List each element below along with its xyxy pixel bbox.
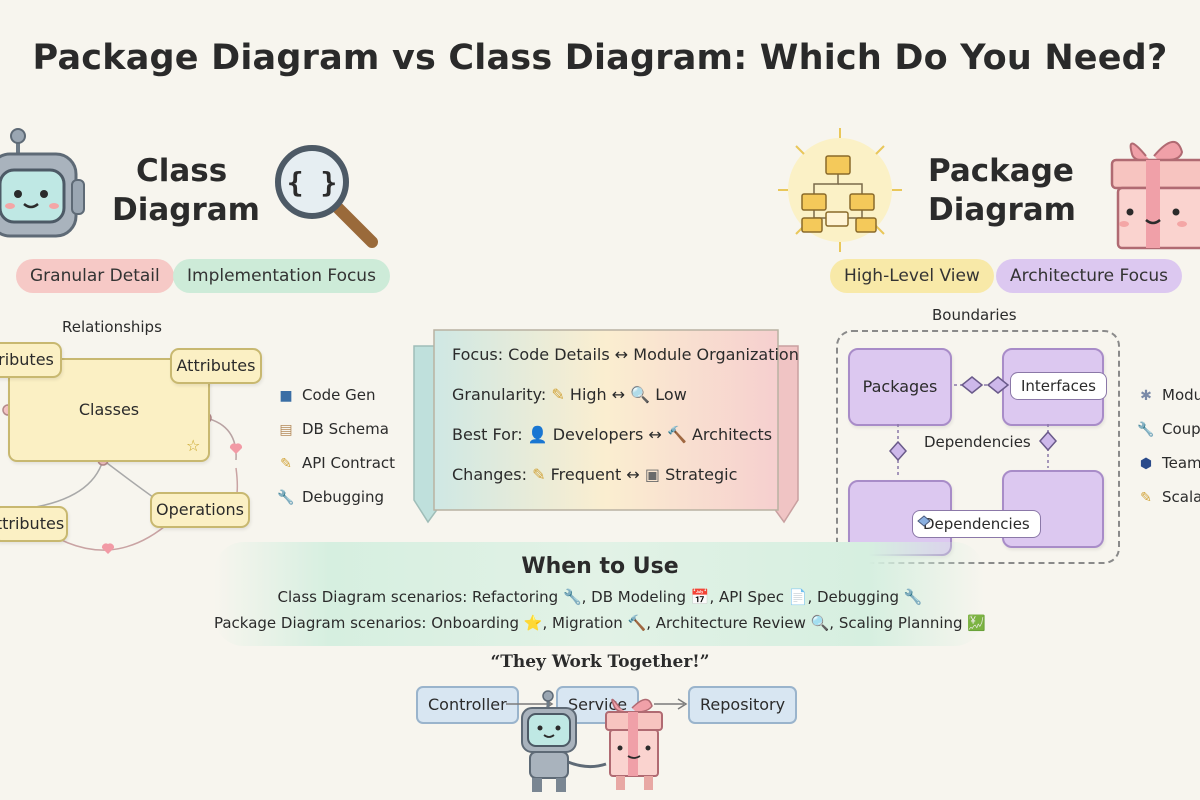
use-debugging-label: Debugging [302,488,385,506]
compare-changes-prefix: Changes: [452,465,527,484]
class-heading-line2: Diagram [112,192,260,228]
compare-changes-right: Strategic [665,465,738,484]
relationships-label: Relationships [62,318,162,336]
attributes-box-top-left: ributes [0,342,62,378]
compare-focus-arrow: ↔ [614,345,629,364]
team-icon: ⬢ [1139,456,1153,472]
use-team: ⬢ Team [1136,454,1200,472]
frequent-icon: ✎ [532,465,546,484]
interfaces-tag: Interfaces [1010,372,1107,400]
robot-mascot-icon [0,128,85,238]
compare-focus-left: Focus: Code Details [452,345,610,364]
braces-text: { } [287,166,338,199]
dependencies-tag: Dependencies [912,510,1041,538]
use-db-schema-label: DB Schema [302,420,389,438]
use-coupling: 🔧 Coupl [1136,420,1200,438]
star-icon: ☆ [186,436,201,455]
search-icon: 🔍 [630,385,651,404]
folder-hierarchy-icon [778,128,902,252]
compare-row-changes: Changes: ✎ Frequent ↔ ▣ Strategic [452,465,737,484]
use-code-gen: ■ Code Gen [276,386,376,404]
attributes-label-bottom-left: ttributes [0,514,65,533]
attributes-label-top-left: ributes [0,350,54,369]
db-schema-icon: ▤ [279,422,293,438]
class-heading-line1: Class [136,153,228,189]
attributes-box-bottom-left: ttributes [0,506,68,542]
use-debugging: 🔧 Debugging [276,488,384,506]
architect-hammer-icon: 🔨 [666,425,687,444]
coupling-icon: 🔧 [1137,422,1155,438]
magnifier-braces-icon: { } [275,145,378,248]
use-db-schema: ▤ DB Schema [276,420,389,438]
tag-granular-detail: Granular Detail [16,259,174,293]
code-gen-icon: ■ [279,388,293,404]
compare-bestfor-right: Architects [691,425,773,444]
package-box-packages: Packages [848,348,952,426]
api-contract-icon: ✎ [280,456,292,472]
compare-focus-right: Module Organization [633,345,799,364]
compare-row-focus: Focus: Code Details ↔ Module Organizatio… [452,345,799,364]
scalability-icon: ✎ [1140,490,1152,506]
compare-granularity-right: Low [655,385,687,404]
boundaries-label: Boundaries [932,306,1017,324]
debugging-icon: 🔧 [277,490,295,506]
page-title: Package Diagram vs Class Diagram: Which … [32,38,1168,78]
compare-granularity-arrow: ↔ [611,385,626,404]
pencil-icon: ✎ [551,385,565,404]
packages-label: Packages [862,377,938,396]
use-modularity: ✱ Modu [1136,386,1200,404]
gift-box-mascot-icon [1110,141,1200,250]
compare-bestfor-prefix: Best For: [452,425,523,444]
package-scenarios-line: Package Diagram scenarios: Onboarding ⭐,… [213,614,986,632]
compare-granularity-left: High [569,385,607,404]
compare-bestfor-arrow: ↔ [648,425,662,444]
use-scalability-label: Scala [1162,488,1200,506]
tag-implementation-focus: Implementation Focus [173,259,390,293]
use-scalability: ✎ Scala [1136,488,1200,506]
heart-icon-right [229,443,243,454]
comparison-banner [413,329,799,524]
when-to-use-banner [214,542,984,646]
use-api-contract: ✎ API Contract [276,454,395,472]
use-api-contract-label: API Contract [302,454,396,472]
when-to-use-heading: When to Use [521,554,679,579]
compare-changes-arrow: ↔ [626,465,640,484]
developer-icon: 👤 [527,425,548,444]
package-heading-line1: Package [928,153,1074,189]
dependencies-label-mid: Dependencies [924,433,1031,451]
compare-granularity-prefix: Granularity: [452,385,547,404]
mascots-together-icon [521,690,663,792]
class-scenarios-line: Class Diagram scenarios: Refactoring 🔧, … [277,588,923,606]
calendar-icon: ▣ [644,465,660,484]
together-quote: “They Work Together!” [490,652,710,672]
compare-row-granularity: Granularity: ✎ High ↔ 🔍 Low [452,385,687,404]
tag-architecture-focus: Architecture Focus [996,259,1183,293]
use-coupling-label: Coupl [1162,420,1200,438]
operations-box: Operations [150,492,250,528]
flow-controller: Controller [416,686,519,724]
modularity-icon: ✱ [1140,388,1152,404]
tag-high-level-view: High-Level View [830,259,994,293]
package-diagram-heading: Package Diagram [928,152,1076,230]
use-code-gen-label: Code Gen [302,386,376,404]
package-heading-line2: Diagram [928,192,1076,228]
heart-icon-bottom [101,543,115,554]
operations-label: Operations [156,500,244,519]
use-team-label: Team [1162,454,1200,472]
package-dependency-arrows [888,376,1058,527]
class-diagram-heading: Class Diagram [112,152,260,230]
compare-bestfor-left: Developers [552,425,644,444]
use-modularity-label: Modu [1162,386,1200,404]
attributes-box-top-right: Attributes [170,348,262,384]
flow-repository: Repository [688,686,798,724]
compare-row-best-for: Best For: 👤 Developers ↔ 🔨 Architects [452,425,772,444]
compare-changes-left: Frequent [550,465,622,484]
classes-label: Classes [78,400,140,419]
attributes-label-top-right: Attributes [176,356,256,375]
